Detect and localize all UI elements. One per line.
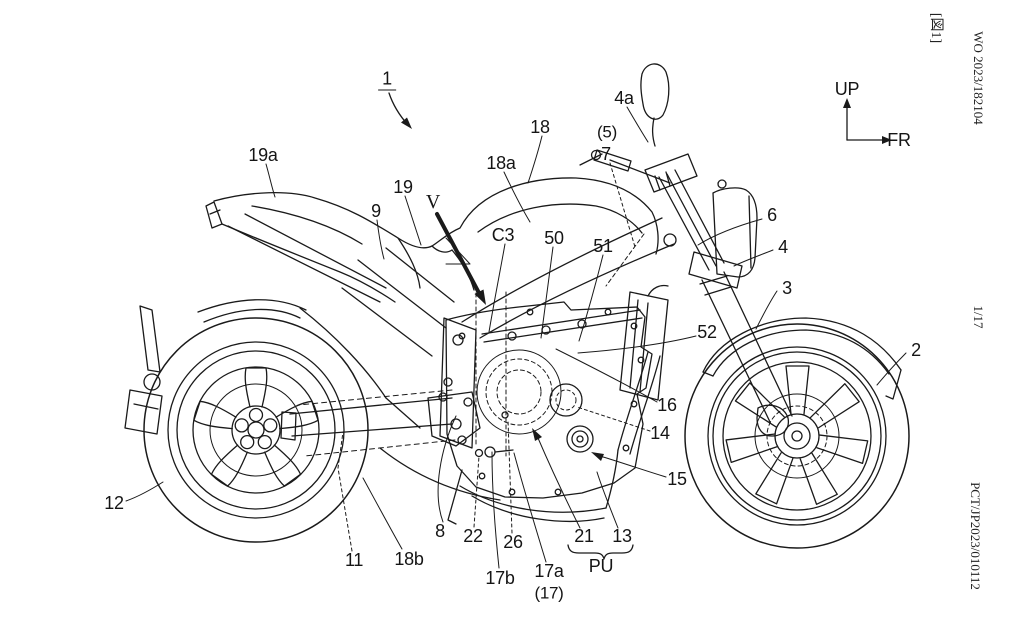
exhaust [379,351,661,525]
page-number: 1/17 [971,305,986,329]
ref-label-18b: 18b [394,549,424,569]
ref-label-22: 22 [463,526,483,546]
ref-label-18a: 18a [486,153,516,173]
engine [445,285,653,499]
handlebar [579,149,677,247]
orientation-up-label: UP [834,79,860,99]
ref-label-3: 3 [782,278,792,298]
ref-label-4: 4 [778,237,788,257]
ref-label-12: 12 [104,493,124,513]
ref-label-4a: 4a [614,88,634,108]
ref-label-15: 15 [667,469,687,489]
ref-label-13: 13 [612,526,632,546]
ref-label-17: (17) [534,583,564,603]
ref-label-1: 1 [378,70,396,91]
ref-label-14: 14 [650,423,670,443]
license-bracket [124,305,163,435]
ref-label-11: 11 [344,550,364,570]
publication-number: WO 2023/182104 [971,31,986,125]
mirror [640,63,670,147]
section-view-arrow [435,212,481,295]
ref-label-7: 7 [601,144,611,164]
pu-brace [567,544,634,560]
main-frame [299,217,675,458]
rear-wheel [143,317,369,543]
headlight [712,187,758,278]
ref-label-17a: 17a [534,561,564,581]
ref-label-8: 8 [435,521,445,541]
front-fender [702,317,902,400]
orientation-axis [846,105,885,141]
ref-label-21: 21 [574,526,594,546]
radiator [619,284,669,401]
ref-label-c3: C3 [491,225,515,245]
front-wheel [684,323,910,549]
ref-label-19: 19 [393,177,413,197]
arrowheads [401,98,892,461]
swingarm [280,389,456,457]
orientation-fr-label: FR [887,130,911,150]
ref-label-19a: 19a [248,145,278,165]
power-unit-label-pu: PU [588,556,614,576]
ref-label-50: 50 [544,228,564,248]
ref-label-6: 6 [767,205,777,225]
ref-label-16: 16 [657,395,677,415]
ref-label-51: 51 [593,236,613,256]
application-number: PCT/JP2023/010112 [968,482,983,590]
view-arrow-label-v: V [425,191,441,213]
rear-fender [197,299,307,323]
ref-label-18: 18 [530,117,550,137]
ref-label-26: 26 [503,532,523,552]
ref-label-2: 2 [911,340,921,360]
ref-label-5: (5) [597,122,617,142]
ref-label-9: 9 [371,201,381,221]
ref-label-17b: 17b [485,568,515,588]
tail-seat-tank [205,177,659,303]
figure-tag: [図1] [928,12,943,44]
leader-lines [125,106,907,569]
ref-label-52: 52 [697,322,717,342]
